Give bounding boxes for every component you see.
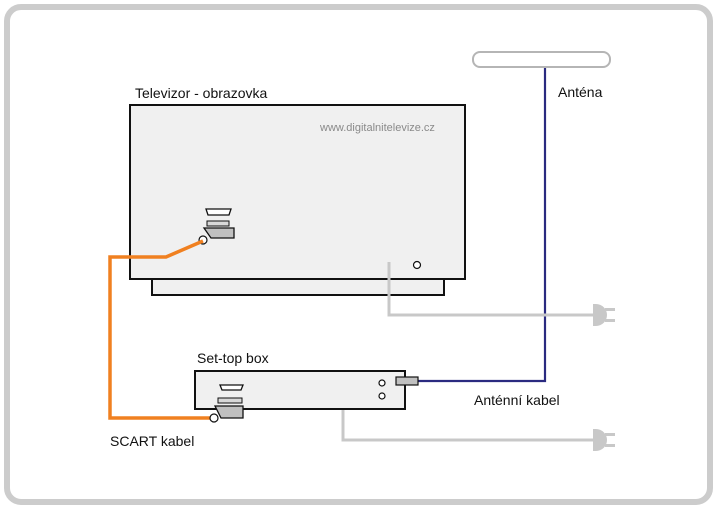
settop-label: Set-top box [197, 350, 269, 366]
tv-power-plug-icon [593, 304, 615, 326]
tv-power-cable [387, 262, 596, 317]
antenna-cable [418, 68, 547, 383]
scart-cable [108, 239, 213, 420]
settop-power-plug-icon [593, 429, 615, 451]
tv-power-indicator [412, 260, 422, 270]
settop-led-top [378, 379, 386, 387]
watermark: www.digitalnitelevize.cz [319, 122, 435, 134]
scart-cable-label: SCART kabel [110, 433, 194, 449]
tv-scart-socket-icon [198, 208, 235, 245]
settop-box [194, 370, 419, 423]
antenna-connector-icon [395, 376, 419, 386]
tv-label: Televizor - obrazovka [135, 85, 267, 101]
settop-led-bottom [378, 392, 386, 400]
antenna-icon [472, 51, 611, 68]
antenna-label: Anténa [558, 84, 603, 100]
antenna-cable-label: Anténní kabel [474, 392, 560, 408]
settop-scart-socket-icon [209, 384, 244, 423]
